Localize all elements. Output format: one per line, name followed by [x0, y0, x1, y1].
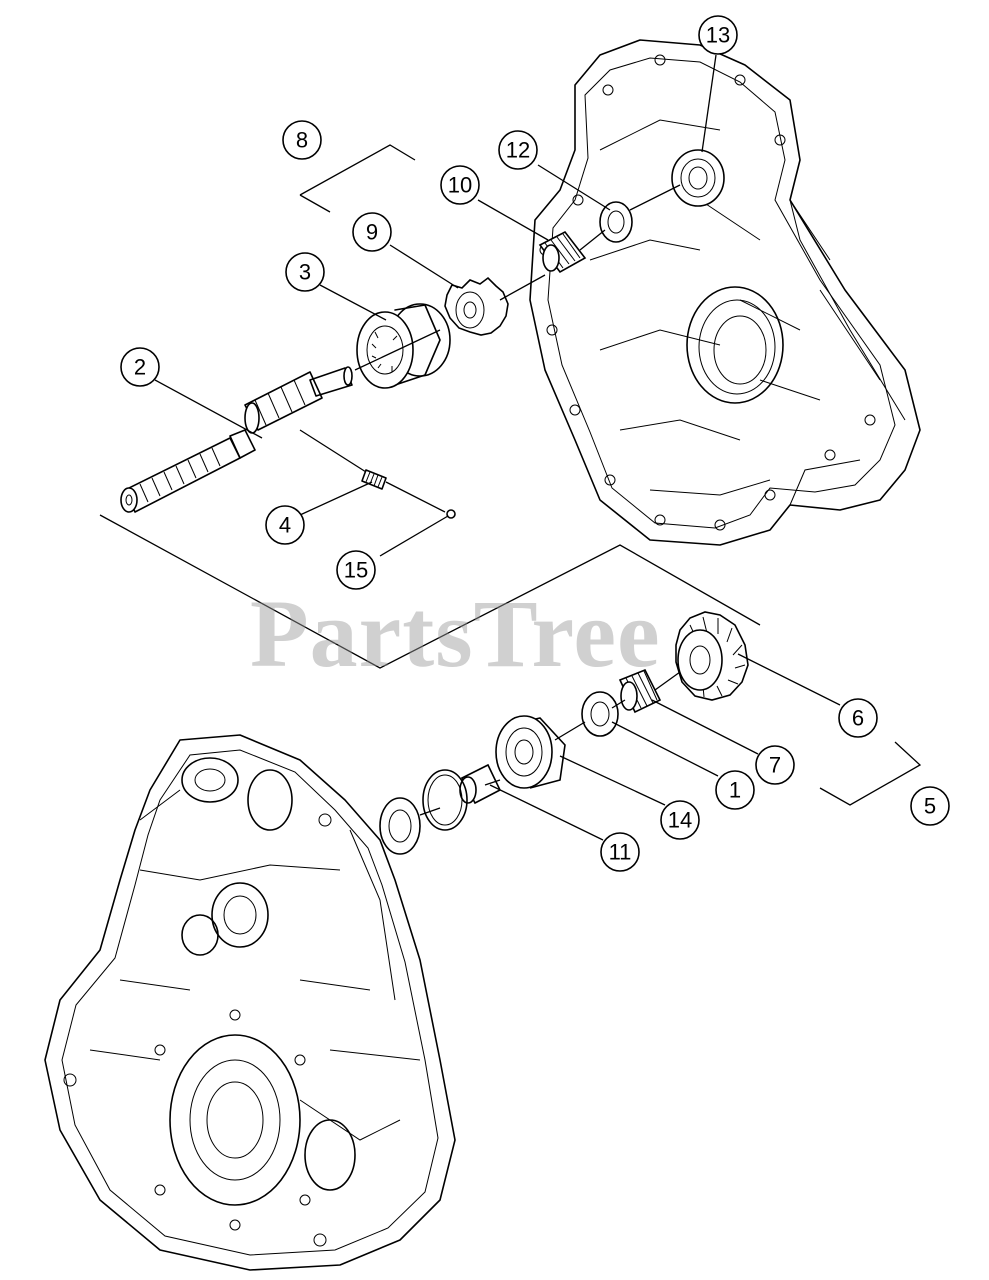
lower-transmission-housing: [44, 734, 456, 1271]
callout-3: 3: [285, 252, 325, 292]
svg-text:13: 13: [706, 23, 730, 48]
assembly-lines: [99, 144, 922, 816]
svg-text:4: 4: [279, 513, 291, 538]
svg-text:15: 15: [344, 558, 368, 583]
part-13-bearing: [671, 149, 725, 207]
callout-5: 5: [910, 786, 950, 826]
callout-12: 12: [498, 130, 538, 170]
callouts: 1 2 3 4 5 6 7 8: [120, 15, 950, 872]
svg-text:2: 2: [134, 355, 146, 380]
callout-15: 15: [336, 550, 376, 590]
svg-text:10: 10: [448, 173, 472, 198]
callout-11: 11: [600, 832, 640, 872]
callout-4: 4: [265, 505, 305, 545]
upper-transmission-housing: [529, 39, 921, 546]
svg-text:7: 7: [769, 753, 781, 778]
oil-seal: [379, 797, 421, 855]
part-9-gear: [444, 276, 509, 336]
svg-text:14: 14: [668, 808, 692, 833]
part-11-bushing: [459, 763, 502, 805]
part-6-gear: [675, 611, 749, 701]
part-7-needle-bearing: [618, 668, 662, 714]
snap-ring: [422, 769, 468, 831]
callout-6: 6: [838, 698, 878, 738]
part-15-ball: [446, 509, 456, 519]
svg-text:6: 6: [852, 706, 864, 731]
callout-1: 1: [715, 770, 755, 810]
callout-14: 14: [660, 800, 700, 840]
part-2-shaft: [120, 366, 353, 513]
part-12-washer: [599, 201, 633, 243]
part-14-bearing: [495, 715, 566, 789]
callout-7: 7: [755, 745, 795, 785]
svg-text:8: 8: [296, 128, 308, 153]
leader-lines: [154, 54, 841, 841]
svg-text:12: 12: [506, 138, 530, 163]
svg-text:9: 9: [366, 220, 378, 245]
svg-text:5: 5: [924, 794, 936, 819]
svg-text:3: 3: [299, 260, 311, 285]
callout-9: 9: [352, 212, 392, 252]
svg-text:1: 1: [729, 778, 741, 803]
svg-text:11: 11: [609, 840, 632, 865]
part-3-shift-sleeve: [356, 303, 451, 389]
part-1-washer: [581, 691, 619, 737]
callout-13: 13: [698, 15, 738, 55]
part-10-needle-bearing: [538, 230, 587, 274]
callout-10: 10: [440, 165, 480, 205]
part-4-spring: [361, 469, 387, 490]
callout-8: 8: [282, 120, 322, 160]
callout-2: 2: [120, 347, 160, 387]
